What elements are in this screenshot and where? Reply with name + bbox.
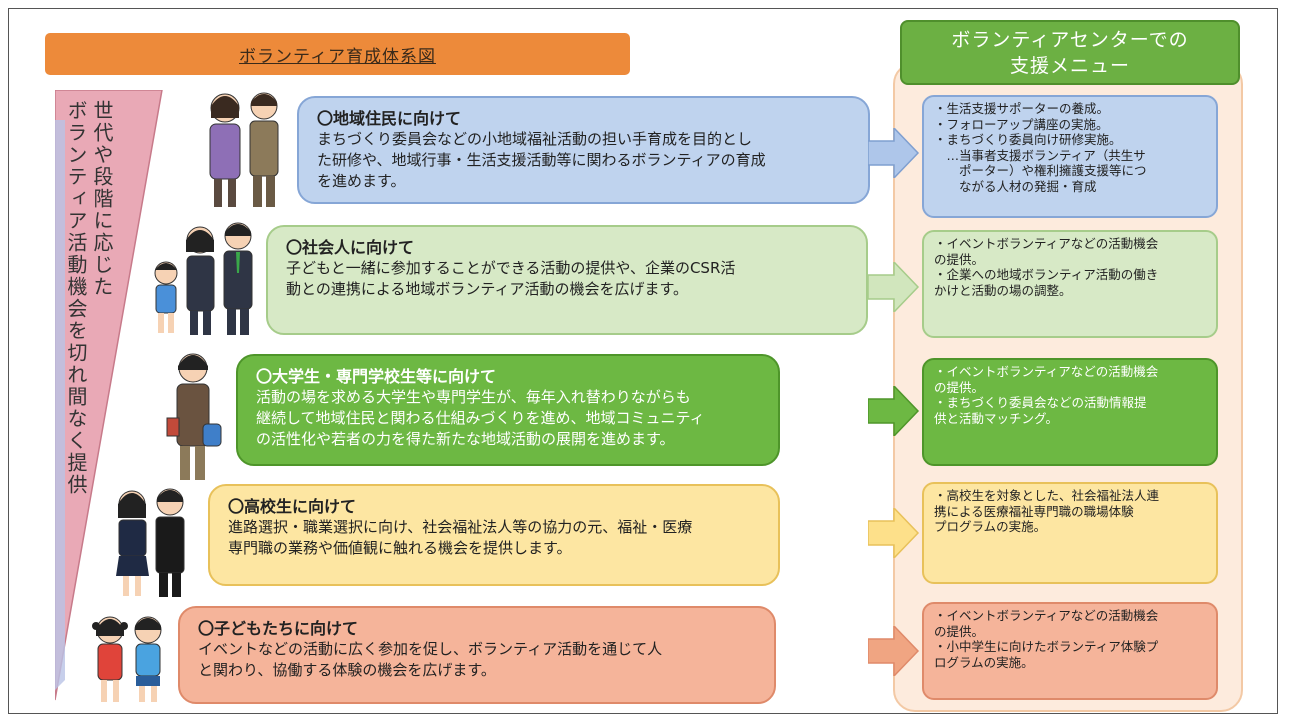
support-menu-header: ボランティアセンターでの 支援メニュー [900, 20, 1240, 85]
target-body: 進路選択・職業選択に向け、社会福祉法人等の協力の元、福祉・医療 専門職の業務や価… [228, 518, 693, 557]
workers-illustration [154, 222, 253, 335]
arrow-icon [868, 128, 920, 178]
high-school-illustration [116, 488, 185, 597]
residents-illustration [209, 92, 279, 207]
menu-box-residents: ・生活支援サポーターの養成。 ・フォローアップ講座の実施。 ・まちづくり委員向け… [922, 95, 1218, 218]
target-box-university: 〇大学生・専門学校生等に向けて 活動の場を求める大学生や専門学生が、毎年入れ替わ… [236, 354, 780, 466]
side-label-line1: 世代や段階に応じた [90, 100, 114, 298]
target-body: 活動の場を求める大学生や専門学生が、毎年入れ替わりながらも 継続して地域住民と関… [256, 388, 705, 448]
target-box-children: 〇子どもたちに向けて イベントなどの活動に広く参加を促し、ボランティア活動を通じ… [178, 606, 776, 704]
target-heading: 〇高校生に向けて [228, 497, 357, 516]
menu-box-university: ・イベントボランティアなどの活動機会 の提供。 ・まちづくり委員会などの活動情報… [922, 358, 1218, 466]
arrow-icon [868, 626, 920, 676]
menu-box-high-school: ・高校生を対象とした、社会福祉法人連 携による医療福祉専門職の職場体験 プログラ… [922, 482, 1218, 584]
menu-box-workers: ・イベントボランティアなどの活動機会 の提供。 ・企業への地域ボランティア活動の… [922, 230, 1218, 338]
arrow-icon [868, 508, 920, 558]
target-box-high-school: 〇高校生に向けて 進路選択・職業選択に向け、社会福祉法人等の協力の元、福祉・医療… [208, 484, 780, 586]
diagram-title: ボランティア育成体系図 [239, 46, 436, 67]
arrow-icon [868, 386, 920, 436]
title-banner: ボランティア育成体系図 [45, 33, 630, 75]
generation-wedge [55, 90, 163, 701]
arrow-icon [868, 262, 920, 312]
target-body: 子どもと一緒に参加することができる活動の提供や、企業のCSR活 動との連携による… [286, 259, 736, 298]
target-heading: 〇地域住民に向けて [317, 109, 462, 128]
children-illustration [92, 616, 162, 702]
side-label-line2: ボランティア活動機会を切れ間なく提供 [64, 100, 88, 496]
target-body: まちづくり委員会などの小地域福祉活動の担い手育成を目的とし た研修や、地域行事・… [317, 130, 766, 190]
target-box-workers: 〇社会人に向けて 子どもと一緒に参加することができる活動の提供や、企業のCSR活… [266, 225, 868, 335]
menu-box-children: ・イベントボランティアなどの活動機会 の提供。 ・小中学生に向けたボランティア体… [922, 602, 1218, 700]
target-box-residents: 〇地域住民に向けて まちづくり委員会などの小地域福祉活動の担い手育成を目的とし … [297, 96, 870, 204]
menu-header-line1: ボランティアセンターでの [951, 28, 1189, 51]
menu-header-line2: 支援メニュー [1009, 54, 1130, 77]
diagram-frame [8, 8, 1278, 714]
student-illustration [166, 353, 222, 480]
target-heading: 〇大学生・専門学校生等に向けて [256, 367, 497, 386]
target-heading: 〇子どもたちに向けて [198, 619, 359, 638]
target-heading: 〇社会人に向けて [286, 238, 415, 257]
target-body: イベントなどの活動に広く参加を促し、ボランティア活動を通じて人 と関わり、協働す… [198, 640, 663, 679]
